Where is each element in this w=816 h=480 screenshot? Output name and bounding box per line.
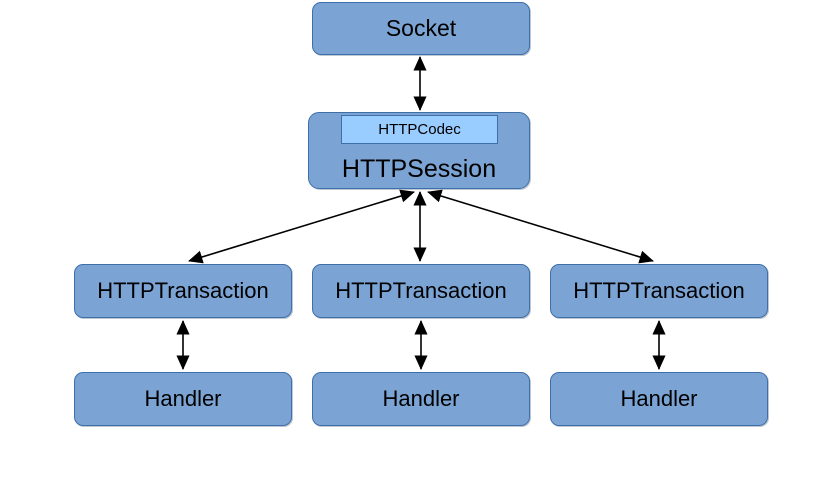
node-transaction-right-label: HTTPTransaction — [573, 278, 745, 303]
node-handler-left[interactable]: Handler — [74, 372, 292, 426]
connector-session-transaction-left — [188, 189, 415, 264]
node-transaction-center[interactable]: HTTPTransaction — [312, 264, 530, 318]
node-socket[interactable]: Socket — [312, 2, 530, 55]
node-httpcodec[interactable]: HTTPCodec — [341, 115, 498, 144]
connector-session-transaction-right — [427, 189, 654, 264]
node-handler-right-label: Handler — [620, 386, 698, 411]
node-transaction-left-label: HTTPTransaction — [97, 278, 269, 303]
node-httpcodec-label: HTTPCodec — [378, 121, 461, 138]
node-httpsession-label: HTTPSession — [341, 155, 497, 183]
node-transaction-left[interactable]: HTTPTransaction — [74, 264, 292, 318]
node-transaction-center-label: HTTPTransaction — [335, 278, 507, 303]
node-handler-right[interactable]: Handler — [550, 372, 768, 426]
node-handler-center[interactable]: Handler — [312, 372, 530, 426]
node-handler-center-label: Handler — [382, 386, 460, 411]
node-handler-left-label: Handler — [144, 386, 222, 411]
node-socket-label: Socket — [385, 15, 457, 41]
node-transaction-right[interactable]: HTTPTransaction — [550, 264, 768, 318]
node-httpsession[interactable]: HTTPCodec HTTPSession — [308, 112, 530, 189]
